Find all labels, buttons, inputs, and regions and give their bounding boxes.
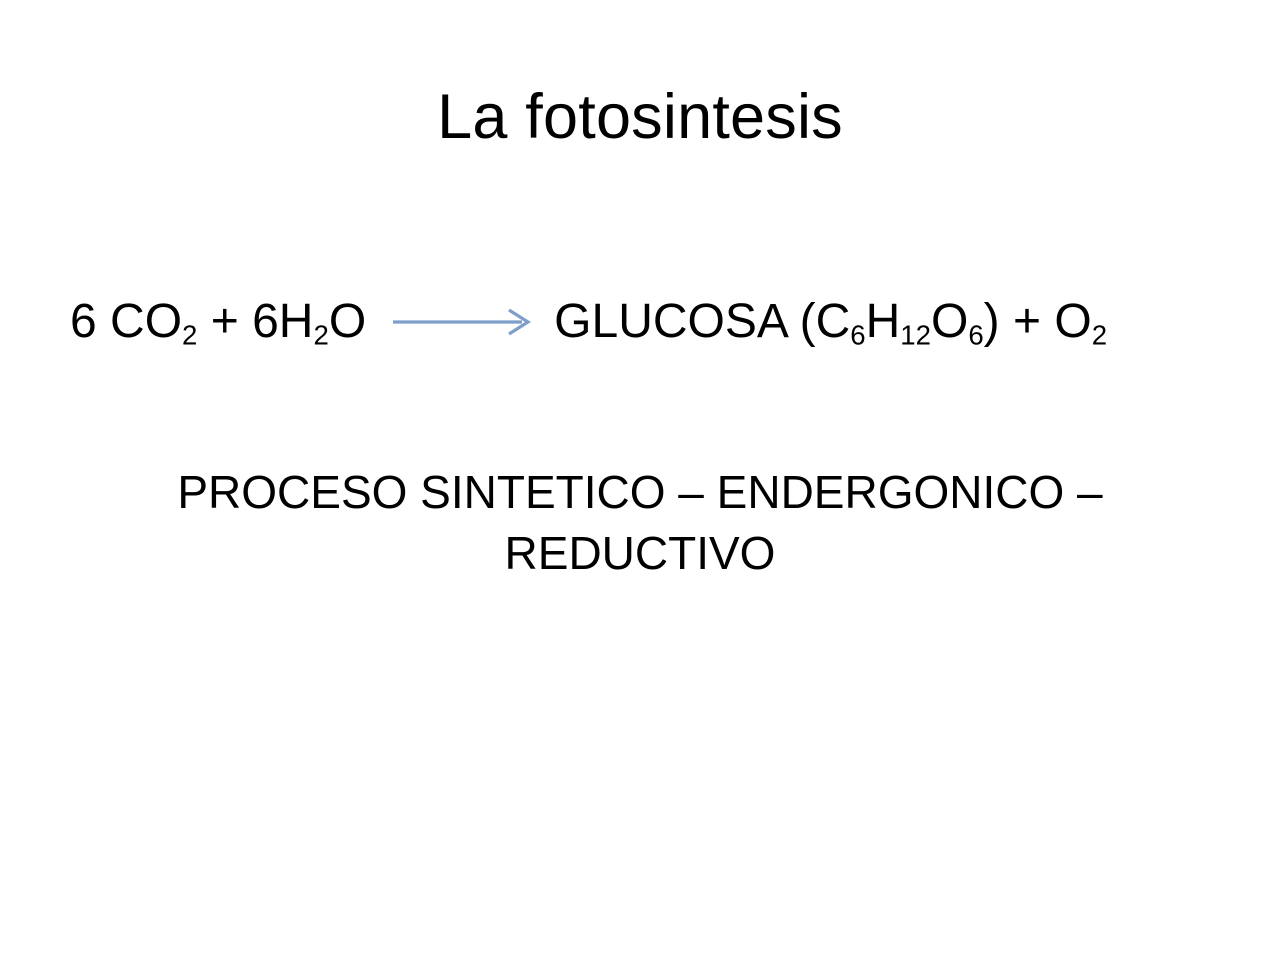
h2o-oxygen-symbol: O — [328, 295, 367, 348]
equation-products: GLUCOSA (C6H12O6) + O2 — [554, 295, 1108, 351]
co2-symbol: CO — [110, 295, 183, 348]
product-close-paren-plus: ) + O — [983, 295, 1092, 348]
glucose-label: GLUCOSA (C — [554, 295, 851, 348]
h2o-subscript: 2 — [313, 319, 329, 351]
equation-reactants: 6 CO2 + 6H2O — [70, 295, 367, 351]
co2-coefficient: 6 — [70, 295, 97, 348]
oxygen-gas-subscript: 2 — [1091, 319, 1108, 351]
arrow-right-icon — [392, 305, 532, 339]
slide-title: La fotosintesis — [437, 82, 843, 152]
h2o-coefficient-symbol: 6H — [252, 295, 314, 348]
glucose-oxygen-subscript: 6 — [968, 319, 984, 351]
glucose-hydrogen-subscript: 12 — [900, 319, 931, 351]
reactant-plus-sign: + — [197, 295, 253, 348]
glucose-hydrogen-symbol: H — [865, 295, 901, 348]
process-description: PROCESO SINTETICO – ENDERGONICO – REDUCT… — [150, 462, 1130, 584]
process-description-line-2: REDUCTIVO — [504, 527, 776, 580]
co2-subscript: 2 — [182, 319, 198, 351]
process-description-line-1: PROCESO SINTETICO – ENDERGONICO – — [177, 466, 1103, 518]
glucose-oxygen-symbol: O — [930, 295, 969, 348]
equation-space — [97, 295, 110, 348]
chemical-equation: 6 CO2 + 6H2O GLUCOSA (C6H12O6) + O2 — [0, 295, 1280, 351]
glucose-carbon-subscript: 6 — [850, 319, 866, 351]
